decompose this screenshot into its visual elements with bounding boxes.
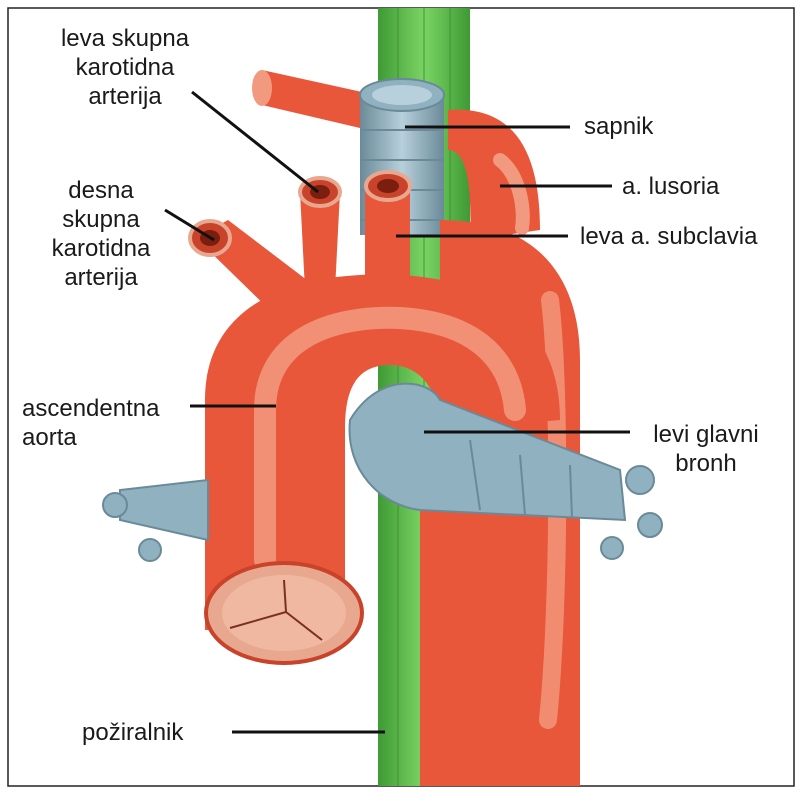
right-bronchus xyxy=(103,480,208,561)
label-left-subclavian: leva a. subclavia xyxy=(580,222,757,251)
upper-branch-tube xyxy=(252,70,362,128)
label-line: levi glavni xyxy=(636,420,776,449)
label-line: arterija xyxy=(36,263,166,292)
label-line: arterija xyxy=(40,82,210,111)
label-line: aorta xyxy=(22,423,159,452)
label-ascending-aorta: ascendentna aorta xyxy=(22,394,159,452)
left-subclavian-branch xyxy=(365,172,410,290)
label-line: karotidna xyxy=(40,53,210,82)
label-lusoria: a. lusoria xyxy=(622,172,719,201)
label-trachea: sapnik xyxy=(584,112,653,141)
left-carotid-branch xyxy=(300,178,340,290)
label-left-main-bronchus: levi glavni bronh xyxy=(636,420,776,478)
label-line: leva a. subclavia xyxy=(580,222,757,251)
label-line: karotidna xyxy=(36,234,166,263)
label-right-common-carotid: desna skupna karotidna arterija xyxy=(36,176,166,292)
label-line: leva skupna xyxy=(40,24,210,53)
label-esophagus: požiralnik xyxy=(82,718,183,747)
label-line: ascendentna xyxy=(22,394,159,423)
label-line: bronh xyxy=(636,449,776,478)
label-line: skupna xyxy=(36,205,166,234)
aortic-valve xyxy=(206,563,362,663)
label-line: desna xyxy=(36,176,166,205)
label-line: a. lusoria xyxy=(622,172,719,201)
label-left-common-carotid: leva skupna karotidna arterija xyxy=(40,24,210,111)
label-line: požiralnik xyxy=(82,718,183,747)
label-line: sapnik xyxy=(584,112,653,141)
